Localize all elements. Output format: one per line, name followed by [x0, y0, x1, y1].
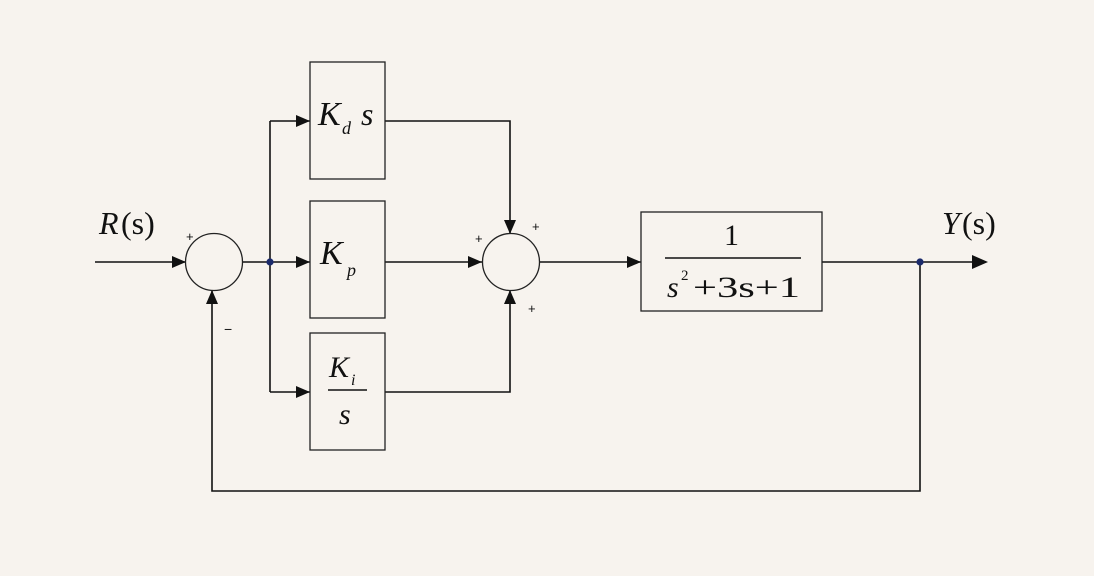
plant-denominator-exponent: 2 — [681, 268, 689, 284]
error-summing-junction: + − — [184, 229, 244, 337]
proportional-input-arrowhead — [296, 256, 310, 268]
proportional-block-frame — [309, 200, 386, 319]
input-arrowhead — [172, 256, 186, 268]
integral-output-arrowhead — [504, 290, 516, 304]
proportional-block: K p — [309, 200, 386, 319]
error-summing-circle — [184, 232, 244, 292]
proportional-output-arrowhead — [468, 256, 482, 268]
controller-bottom-sign: + — [528, 301, 536, 316]
branch-node — [266, 258, 274, 266]
derivative-output-wire — [385, 120, 511, 234]
proportional-gain-subscript: p — [345, 260, 356, 280]
plant-numerator: 1 — [724, 219, 739, 252]
output-takeoff-node — [916, 258, 924, 266]
plant-input-arrowhead — [627, 256, 641, 268]
integral-gain-symbol: K — [328, 351, 351, 384]
derivative-laplace-factor: s — [361, 96, 373, 132]
integral-input-arrowhead — [296, 386, 310, 398]
integral-denominator: s — [339, 398, 351, 431]
input-signal-label: R (s) — [98, 205, 155, 241]
integral-output-wire — [385, 290, 511, 393]
output-signal-label: Y (s) — [942, 205, 996, 241]
derivative-block: K d s — [309, 61, 386, 180]
plant-block-frame — [640, 211, 823, 312]
proportional-gain-symbol: K — [319, 235, 345, 272]
plant-denominator-variable: s — [667, 271, 679, 304]
derivative-output-arrowhead — [504, 220, 516, 234]
controller-summing-junction: + + + — [475, 219, 541, 316]
output-signal-name: Y — [942, 205, 963, 241]
feedback-wire — [211, 262, 921, 492]
input-signal-name: R — [98, 205, 119, 241]
derivative-input-arrowhead — [296, 115, 310, 127]
integral-block-frame — [309, 332, 386, 451]
derivative-gain-symbol: K — [317, 96, 343, 133]
error-input-sign: + — [186, 229, 194, 244]
controller-left-sign: + — [475, 231, 483, 246]
integral-block: K i s — [309, 332, 386, 451]
output-arrowhead — [972, 255, 988, 269]
plant-denominator-terms: +3s+1 — [693, 271, 800, 304]
derivative-gain-subscript: d — [342, 118, 352, 138]
controller-top-sign: + — [532, 219, 540, 234]
plant-block: 1 s 2 +3s+1 — [640, 211, 823, 312]
controller-summing-circle — [481, 232, 541, 292]
feedback-arrowhead — [206, 290, 218, 304]
input-signal-argument: (s) — [121, 205, 155, 241]
output-signal-argument: (s) — [962, 205, 996, 241]
error-feedback-sign: − — [224, 321, 232, 337]
integral-gain-subscript: i — [351, 372, 355, 389]
derivative-block-frame — [309, 61, 386, 180]
